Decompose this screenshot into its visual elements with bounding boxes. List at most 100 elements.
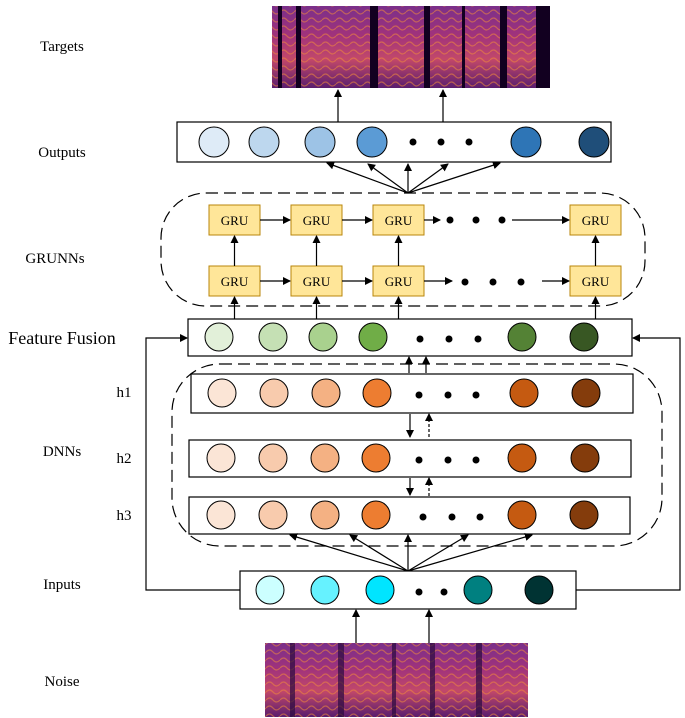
h3-node (258, 500, 288, 530)
gru-cell: GRU (569, 204, 622, 236)
gru-cell: GRU (208, 204, 261, 236)
ellipsis-dot (419, 513, 427, 521)
output-nodes (198, 126, 610, 158)
ellipsis-dot (437, 138, 445, 146)
ellipsis-dot (415, 456, 423, 464)
targets-label: Targets (40, 39, 84, 55)
h1-label: h1 (117, 385, 132, 401)
h3-node (507, 500, 537, 530)
ellipsis-dot (472, 216, 480, 224)
h3-layer-box (188, 496, 631, 535)
svg-text:GRU: GRU (303, 213, 331, 228)
outputs-to-targets-arrows (334, 89, 447, 122)
gru-cell: GRU (569, 265, 622, 297)
gru-cell: GRU (372, 265, 425, 297)
h1-node (207, 378, 237, 408)
gru-box (372, 265, 425, 297)
ellipsis-dot (445, 335, 453, 343)
fusion-node (358, 322, 388, 352)
outputs-label: Outputs (38, 145, 86, 161)
svg-text:GRU: GRU (582, 213, 610, 228)
inputs-layer-box (239, 570, 577, 610)
svg-text:GRU: GRU (582, 274, 610, 289)
h1-h2-arrows (406, 413, 433, 438)
ellipsis-dot (415, 391, 423, 399)
input-node (310, 575, 340, 605)
noise-to-inputs-arrows (352, 609, 433, 643)
svg-text:GRU: GRU (221, 274, 249, 289)
ellipsis-dot (446, 216, 454, 224)
ellipsis-dot (416, 335, 424, 343)
ellipsis-dot (472, 456, 480, 464)
svg-text:GRU: GRU (221, 213, 249, 228)
input-node (255, 575, 285, 605)
h3-label: h3 (117, 508, 132, 524)
svg-text:GRU: GRU (303, 274, 331, 289)
gru-cell: GRU (208, 265, 261, 297)
gru-box (372, 204, 425, 236)
h2-nodes (206, 443, 600, 473)
ellipsis-dot (498, 216, 506, 224)
h1-node (509, 378, 539, 408)
ellipsis-dot (474, 335, 482, 343)
feature-fusion-label: Feature Fusion (8, 328, 116, 348)
target-spectrogram (272, 6, 550, 88)
input-node (365, 575, 395, 605)
gru-cell: GRU (290, 204, 343, 236)
gru-row-top: GRU GRU GRU GRU (208, 204, 622, 236)
h2-node (258, 443, 288, 473)
h2-node (310, 443, 340, 473)
noise-spectrogram (265, 643, 528, 717)
output-node (198, 126, 230, 158)
h2-label: h2 (117, 451, 132, 467)
ellipsis-dot (409, 138, 417, 146)
gru-recurrent-arrows (260, 216, 570, 285)
gru-box (208, 265, 261, 297)
output-node (248, 126, 280, 158)
gru-cell: GRU (290, 265, 343, 297)
feature-fusion-box (187, 318, 633, 357)
ellipsis-dot (448, 513, 456, 521)
fusion-node (204, 322, 234, 352)
dnns-region (171, 363, 663, 547)
ellipsis-dot (444, 456, 452, 464)
h1-nodes (207, 378, 601, 408)
output-node (510, 126, 542, 158)
grunns-label: GRUNNs (25, 251, 84, 267)
h1-layer-box (190, 373, 634, 414)
h3-node (361, 500, 391, 530)
input-node (463, 575, 493, 605)
h2-layer-box (188, 439, 632, 478)
fusion-nodes (204, 322, 599, 352)
outputs-layer-box (176, 121, 612, 163)
output-node (578, 126, 610, 158)
input-node (524, 575, 554, 605)
dnns-label: DNNs (43, 444, 81, 460)
h1-node (259, 378, 289, 408)
skip-connections (145, 334, 681, 591)
svg-text:GRU: GRU (385, 213, 413, 228)
h1-node (571, 378, 601, 408)
input-nodes (255, 575, 554, 605)
h3-node (569, 500, 599, 530)
h2-node (570, 443, 600, 473)
h2-node (361, 443, 391, 473)
output-node (304, 126, 336, 158)
h3-node (206, 500, 236, 530)
fusion-node (569, 322, 599, 352)
h3-nodes (206, 500, 599, 530)
svg-text:GRU: GRU (385, 274, 413, 289)
ellipsis-dot (489, 278, 497, 286)
gru-box (290, 204, 343, 236)
h3-node (310, 500, 340, 530)
grunns-region (160, 192, 646, 307)
output-node (356, 126, 388, 158)
gru-vertical-arrows (230, 235, 600, 319)
gru-cell: GRU (372, 204, 425, 236)
ellipsis-dot (444, 391, 452, 399)
gru-row-bottom: GRU GRU GRU GRU (208, 265, 622, 297)
gru-to-outputs-arrows (326, 161, 501, 194)
fusion-node (308, 322, 338, 352)
h2-node (507, 443, 537, 473)
gru-box (208, 204, 261, 236)
